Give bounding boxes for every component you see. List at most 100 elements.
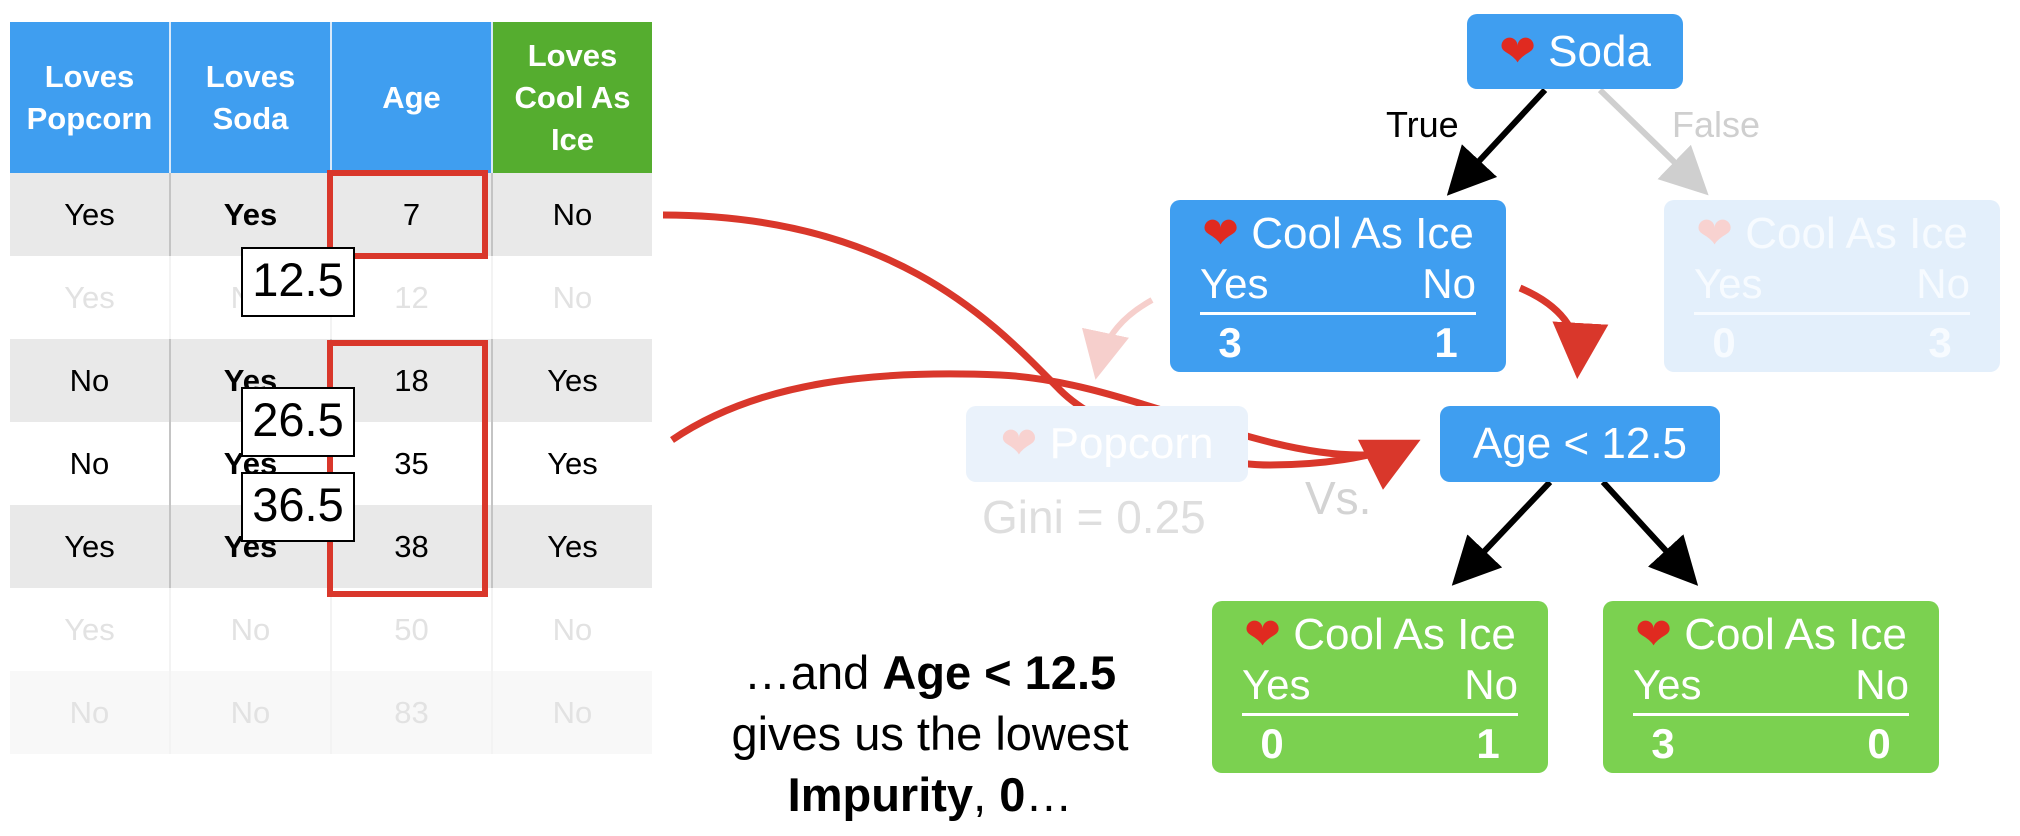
no-label: No xyxy=(1855,661,1909,708)
divider xyxy=(1200,312,1476,315)
cell-cool: No xyxy=(552,279,593,315)
no-label: No xyxy=(1464,661,1518,708)
cell-cool: No xyxy=(492,671,652,754)
no-count: 1 xyxy=(1434,319,1458,366)
cell-age: 50 xyxy=(331,588,493,671)
cell-cool: Yes xyxy=(492,339,652,422)
node-popcorn-faded: ❤ Popcorn xyxy=(966,406,1248,482)
cell-soda: Yes xyxy=(170,173,332,256)
heart-icon: ❤ xyxy=(1202,209,1240,258)
leaf-cool-as-ice-right: ❤ Cool As Ice Yes No 3 0 xyxy=(1603,601,1939,773)
header-loves-cool-as-ice: Loves Cool As Ice xyxy=(492,22,652,173)
cell-age: 35 xyxy=(331,422,493,505)
heart-icon: ❤ xyxy=(1499,27,1536,76)
edge-false-arrow xyxy=(1597,87,1709,196)
node-title: Cool As Ice xyxy=(1251,209,1474,258)
cell-popcorn: Yes xyxy=(10,588,171,671)
table-row: Yes No 50 No xyxy=(10,588,652,671)
popcorn-option-arrow xyxy=(1082,297,1154,380)
cell-age: 18 xyxy=(331,339,493,422)
replace-arrow xyxy=(1518,284,1609,379)
node-counts: Yes No 3 0 xyxy=(1633,661,1909,768)
threshold-label: 26.5 xyxy=(241,387,355,457)
caption-text: gives us the lowest xyxy=(731,707,1129,760)
table-header-row: Loves Popcorn Loves Soda Age Loves Cool … xyxy=(10,22,652,173)
table-rows-to-age-node-arrow xyxy=(670,370,1421,490)
no-label: No xyxy=(1422,260,1476,307)
heart-icon: ❤ xyxy=(1000,419,1038,468)
cell-popcorn: No xyxy=(10,422,171,505)
node-title: Age < 12.5 xyxy=(1472,419,1688,468)
table-row: Yes Yes 7 No xyxy=(10,173,652,256)
node-title: Soda xyxy=(1548,27,1651,76)
node-title: Popcorn xyxy=(1049,419,1214,468)
caption-emphasis: 0 xyxy=(999,768,1026,821)
caption-text: …and xyxy=(743,646,883,699)
no-count: 0 xyxy=(1867,720,1891,767)
cell-soda: No xyxy=(170,588,332,671)
yes-label: Yes xyxy=(1694,260,1763,307)
heart-icon: ❤ xyxy=(1244,610,1282,659)
node-cool-as-ice-left: ❤ Cool As Ice Yes No 3 1 xyxy=(1170,200,1506,372)
yes-label: Yes xyxy=(1242,661,1311,708)
header-loves-popcorn: Loves Popcorn xyxy=(10,22,171,173)
edge-true-arrow xyxy=(1446,87,1548,196)
caption: …and Age < 12.5 gives us the lowest Impu… xyxy=(680,642,1180,825)
cell-cool: Yes xyxy=(547,445,598,481)
cell-popcorn: No xyxy=(10,671,171,754)
cell-age: 38 xyxy=(331,505,493,588)
yes-count: 0 xyxy=(1260,720,1284,767)
threshold-label: 36.5 xyxy=(241,472,355,542)
cell-cool: Yes xyxy=(492,505,652,588)
cell-popcorn: Yes xyxy=(10,505,171,588)
divider xyxy=(1694,312,1970,315)
data-table: Loves Popcorn Loves Soda Age Loves Cool … xyxy=(10,22,652,754)
divider xyxy=(1242,713,1518,716)
node-title: Cool As Ice xyxy=(1293,610,1516,659)
caption-text: … xyxy=(1025,768,1073,821)
node-age-threshold: Age < 12.5 xyxy=(1440,406,1720,482)
cell-popcorn: No xyxy=(10,339,171,422)
cell-popcorn: Yes xyxy=(10,256,171,339)
cell-cool: No xyxy=(552,611,593,647)
edge-age-right-arrow xyxy=(1600,479,1699,586)
header-age: Age xyxy=(331,22,493,173)
cell-soda: No xyxy=(170,671,332,754)
threshold-label: 12.5 xyxy=(241,247,355,317)
caption-emphasis: Age < 12.5 xyxy=(882,646,1117,699)
table-row: No No 83 No xyxy=(10,671,652,754)
yes-count: 0 xyxy=(1712,319,1736,366)
yes-label: Yes xyxy=(1633,661,1702,708)
node-title: Cool As Ice xyxy=(1745,209,1968,258)
age-highlight-box-large xyxy=(327,340,488,597)
no-count: 3 xyxy=(1928,319,1952,366)
root-node-soda: ❤ Soda xyxy=(1467,14,1683,89)
edge-false-label: False xyxy=(1672,104,1761,145)
no-count: 1 xyxy=(1476,720,1500,767)
heart-icon: ❤ xyxy=(1696,209,1734,258)
edge-true-label: True xyxy=(1386,104,1459,145)
yes-count: 3 xyxy=(1218,319,1242,366)
cell-cool: No xyxy=(492,173,652,256)
age-highlight-box-small xyxy=(327,170,488,259)
gini-label: Gini = 0.25 xyxy=(982,491,1206,543)
heart-icon: ❤ xyxy=(1635,610,1673,659)
caption-emphasis: Impurity xyxy=(787,768,974,821)
caption-text: , xyxy=(973,768,1000,821)
node-cool-as-ice-right-faded: ❤ Cool As Ice Yes No 0 3 xyxy=(1664,200,2000,372)
node-title: Cool As Ice xyxy=(1684,610,1907,659)
yes-label: Yes xyxy=(1200,260,1269,307)
divider xyxy=(1633,713,1909,716)
no-label: No xyxy=(1916,260,1970,307)
node-counts: Yes No 0 3 xyxy=(1694,260,1970,367)
node-counts: Yes No 0 1 xyxy=(1242,661,1518,768)
cell-age: 83 xyxy=(331,671,493,754)
leaf-cool-as-ice-left: ❤ Cool As Ice Yes No 0 1 xyxy=(1212,601,1548,773)
yes-count: 3 xyxy=(1651,720,1675,767)
cell-age: 12 xyxy=(331,256,493,339)
header-loves-soda: Loves Soda xyxy=(170,22,332,173)
cell-popcorn: Yes xyxy=(10,173,171,256)
edge-age-left-arrow xyxy=(1451,479,1553,586)
node-counts: Yes No 3 1 xyxy=(1200,260,1476,367)
cell-age: 7 xyxy=(331,173,493,256)
